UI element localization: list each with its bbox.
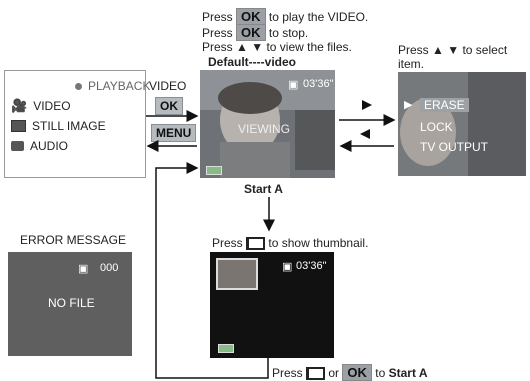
right-triangle-icon bbox=[362, 100, 372, 110]
left-triangle-icon bbox=[360, 129, 370, 139]
return-loop-line bbox=[156, 168, 268, 378]
